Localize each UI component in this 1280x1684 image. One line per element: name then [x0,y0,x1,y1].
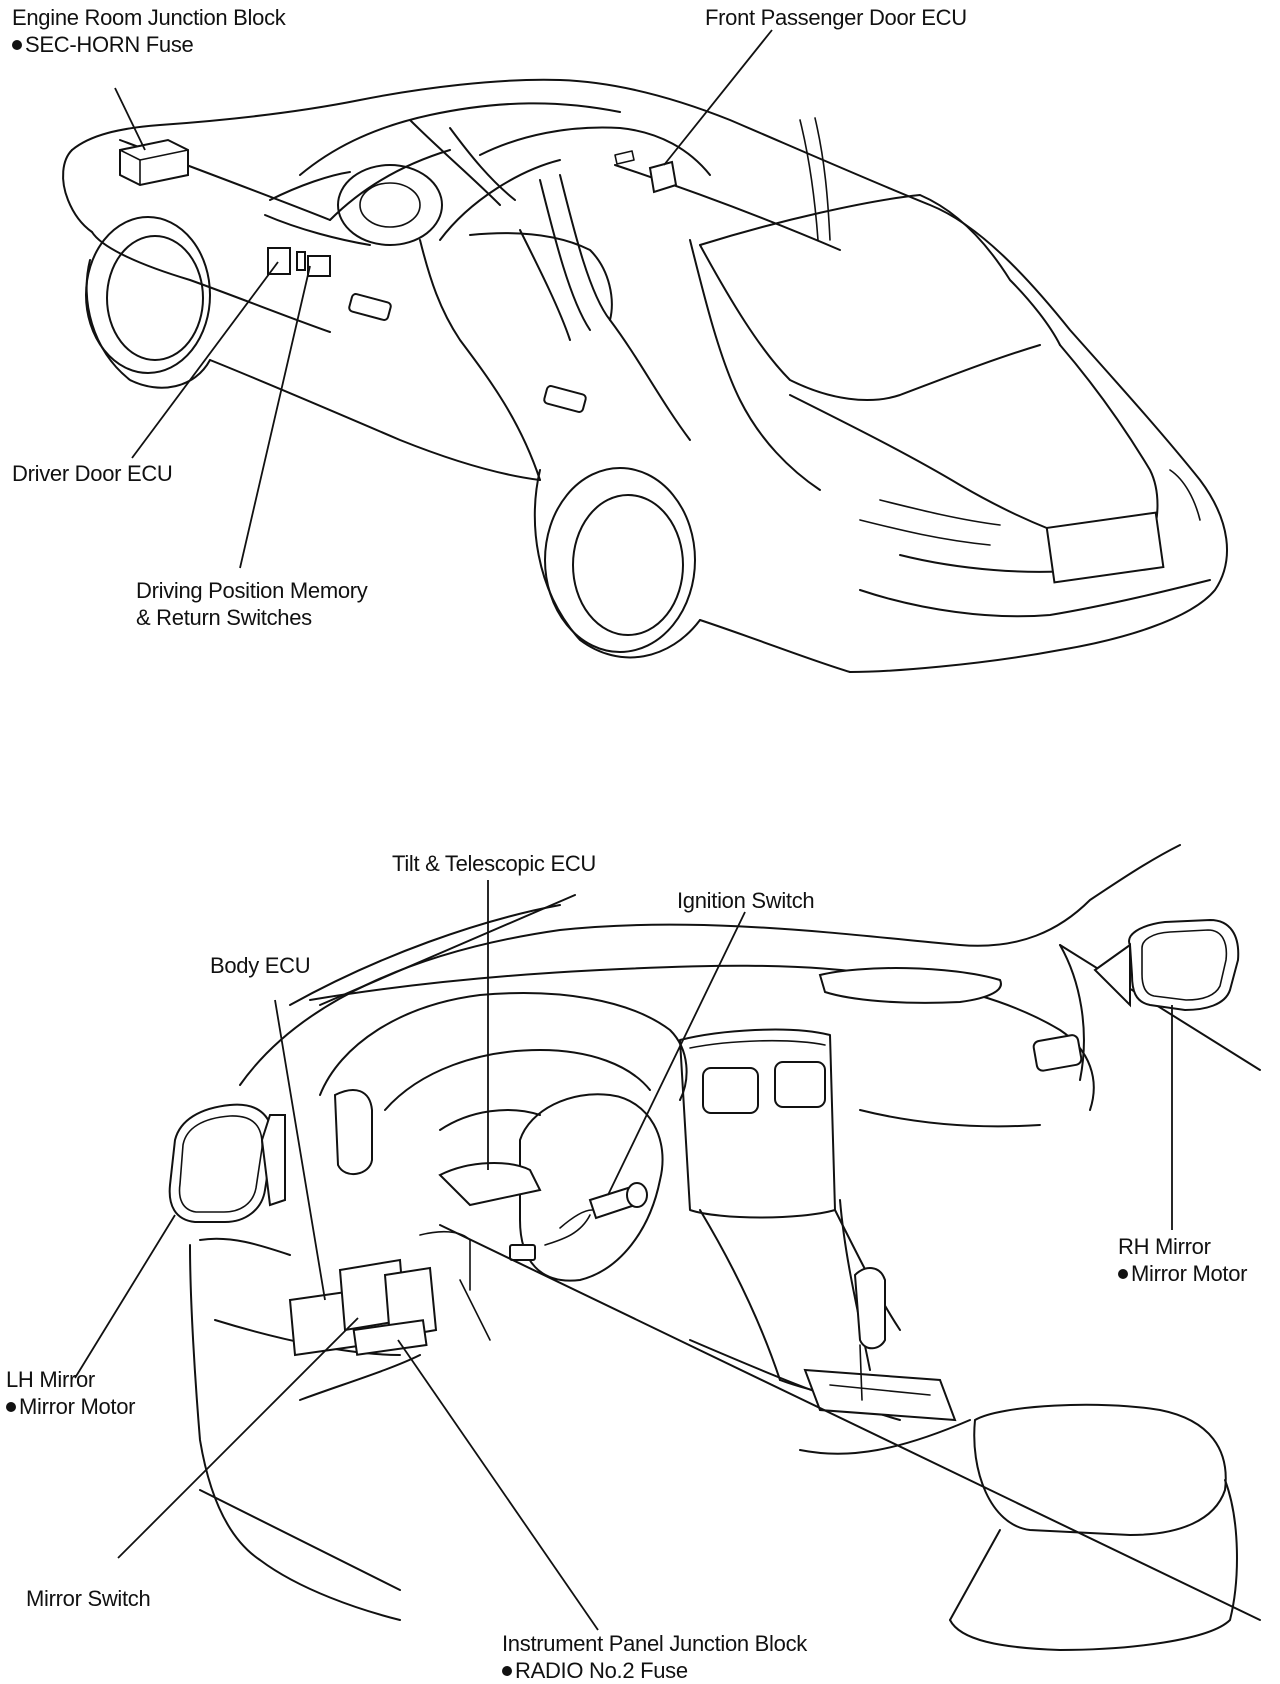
lh-mirror-motor-text: Mirror Motor [19,1394,136,1419]
bullet-dot-icon [6,1402,16,1412]
top-leader-lines [114,29,773,569]
engine-room-jb-title: Engine Room Junction Block [12,5,286,30]
driving-position-memory-line2: & Return Switches [136,605,312,630]
label-rh-mirror: RH Mirror Mirror Motor [1118,1233,1247,1287]
lh-mirror-title: LH Mirror [6,1367,95,1392]
bullet-dot-icon [502,1666,512,1676]
bottom-leader-lines [74,880,1173,1631]
sec-horn-fuse-item: SEC-HORN Fuse [12,31,285,58]
label-mirror-switch: Mirror Switch [26,1586,151,1611]
sec-horn-fuse-text: SEC-HORN Fuse [25,32,194,57]
radio-no2-fuse-item: RADIO No.2 Fuse [502,1657,807,1684]
rh-mirror-motor-item: Mirror Motor [1118,1260,1247,1287]
lh-mirror-motor-item: Mirror Motor [6,1393,135,1420]
driving-position-memory-line1: Driving Position Memory [136,578,368,603]
car-exterior-drawing [62,78,1228,673]
label-driver-door-ecu: Driver Door ECU [12,461,173,486]
rh-mirror-title: RH Mirror [1118,1234,1211,1259]
dashboard-drawing [168,844,1261,1651]
rh-mirror-motor-text: Mirror Motor [1131,1261,1248,1286]
label-driving-position-memory: Driving Position Memory & Return Switche… [136,577,368,631]
label-lh-mirror: LH Mirror Mirror Motor [6,1366,135,1420]
instrument-panel-jb-title: Instrument Panel Junction Block [502,1631,807,1656]
label-ignition-switch: Ignition Switch [677,888,815,913]
bullet-dot-icon [12,40,22,50]
label-engine-room-junction-block: Engine Room Junction Block SEC-HORN Fuse [12,4,286,58]
bullet-dot-icon [1118,1269,1128,1279]
label-front-passenger-door-ecu: Front Passenger Door ECU [705,5,967,30]
radio-no2-fuse-text: RADIO No.2 Fuse [515,1658,688,1683]
label-tilt-telescopic-ecu: Tilt & Telescopic ECU [392,851,596,876]
label-body-ecu: Body ECU [210,953,311,978]
label-instrument-panel-junction-block: Instrument Panel Junction Block RADIO No… [502,1630,807,1684]
